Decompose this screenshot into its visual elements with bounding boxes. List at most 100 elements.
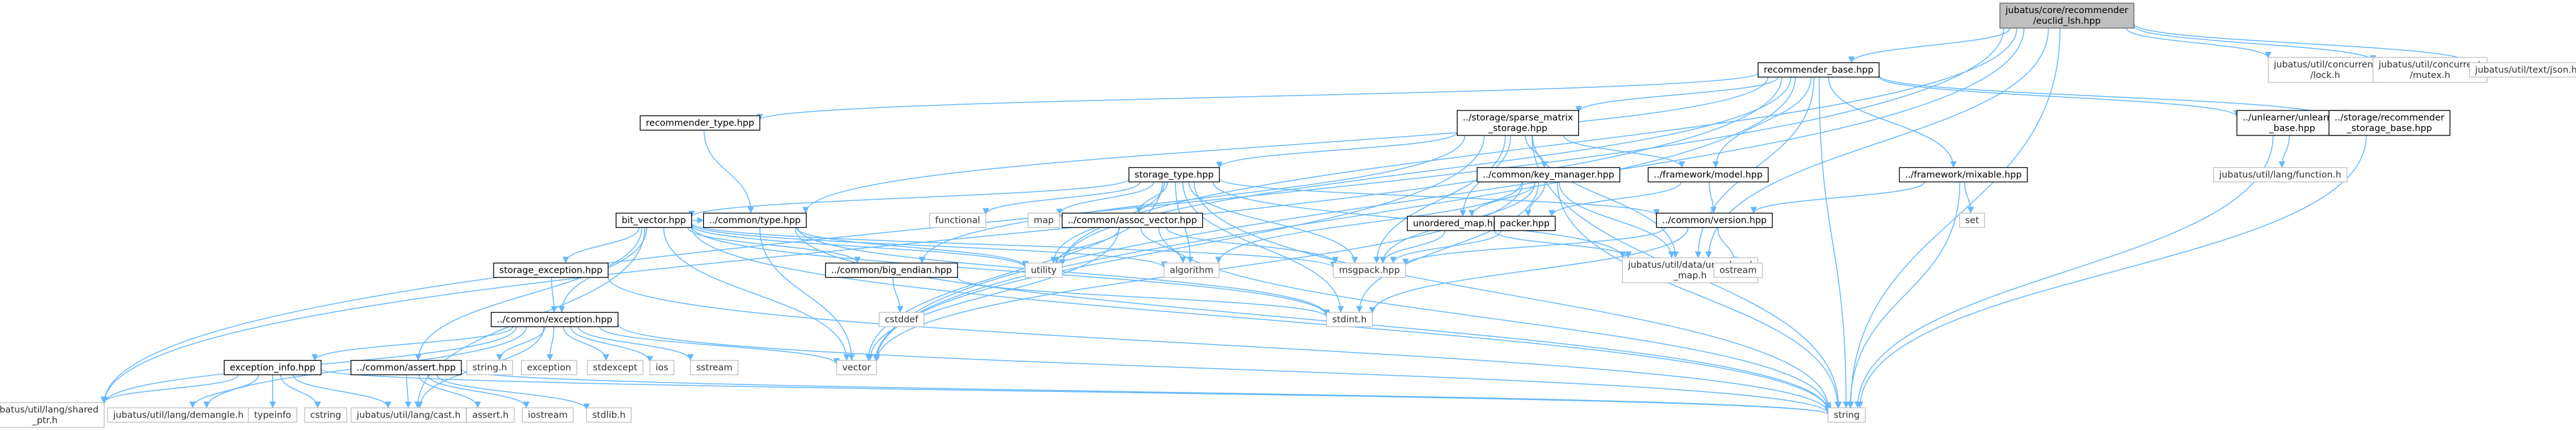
edge-root-to-rb (1848, 27, 2011, 64)
node-label: ../framework/mixable.hpp (1905, 170, 2021, 180)
node-label: vector (842, 363, 871, 373)
node-label: jubatus/util/concurrent (2273, 60, 2377, 70)
node-packer[interactable]: packer.hpp (1494, 215, 1556, 232)
edge-stype-to-assoc (1135, 182, 1169, 214)
node-exception: exception (520, 359, 578, 376)
edge-assoc-to-algorithm (1140, 227, 1187, 264)
edge-rb-to-ctype (802, 77, 1769, 214)
edge-bitv-to-algorithm (691, 223, 1168, 268)
node-label: ../common/version.hpp (1662, 216, 1766, 226)
node-box (1024, 262, 1063, 278)
node-box (493, 262, 609, 278)
node-srs[interactable]: ../storage/recommender_storage_base.hpp (2328, 110, 2451, 136)
node-ctype[interactable]: ../common/type.hpp (702, 212, 807, 228)
edge-rb-to-vector (873, 77, 1796, 362)
edge-fmix-to-set (1964, 182, 1975, 214)
edge-fmix-to-string (1847, 182, 1961, 409)
node-label: cstring (310, 411, 341, 421)
edge-stype-to-functional (982, 182, 1141, 215)
edge-exinfo-to-cast (293, 374, 392, 409)
node-cexc[interactable]: ../common/exception.hpp (490, 311, 619, 328)
edge-rb-to-fmodel (1712, 77, 1812, 169)
node-label: iostream (528, 411, 568, 421)
node-label: assert.h (472, 411, 508, 421)
node-string: string (1827, 407, 1866, 423)
node-box (1128, 167, 1220, 183)
node-label: /lock.h (2310, 71, 2340, 81)
node-typeinfo: typeinfo (248, 407, 298, 423)
node-label: ../common/exception.hpp (497, 315, 612, 325)
node-asserth: assert.h (466, 407, 515, 423)
edge-keymgr-to-umap (1469, 182, 1536, 217)
node-stringh: string.h (466, 359, 513, 376)
node-cassert[interactable]: ../common/assert.hpp (350, 359, 462, 376)
node-bitv[interactable]: bit_vector.hpp (615, 212, 693, 228)
edge-rb-to-utility (1059, 77, 1792, 266)
node-shared: jubatus/util/lang/shared_ptr.h (0, 402, 105, 428)
edge-umap-to-msgpack (1379, 230, 1446, 264)
node-utility: utility (1024, 262, 1063, 278)
edge-stype-to-map (1056, 182, 1154, 215)
node-label: jubatus/util/text/json.h (2474, 66, 2576, 76)
node-box (1333, 262, 1406, 278)
node-ostream: ostream (1713, 262, 1763, 278)
edge-cver-to-msgpack (1402, 227, 1666, 266)
node-cver[interactable]: ../common/version.hpp (1656, 212, 1773, 228)
node-bige[interactable]: ../common/big_endian.hpp (825, 262, 958, 278)
edge-smstore-to-keymgr (1525, 135, 1548, 169)
node-label: jubatus/util/lang/shared (0, 405, 99, 415)
edge-cexc-to-exception (547, 326, 555, 361)
node-smstore[interactable]: ../storage/sparse_matrix_storage.hpp (1457, 110, 1579, 136)
node-fmix[interactable]: ../framework/mixable.hpp (1898, 167, 2028, 183)
edge-exinfo-to-cstring (280, 374, 321, 409)
node-label: string.h (472, 363, 507, 373)
node-label: set (1965, 216, 1979, 226)
node-box (2372, 57, 2488, 83)
node-algorithm: algorithm (1164, 262, 1220, 278)
node-label: functional (935, 216, 980, 226)
node-sexc[interactable]: storage_exception.hpp (493, 262, 609, 278)
edge-cexc-to-sstream (578, 326, 694, 361)
edge-smstore-to-bige (918, 135, 1465, 264)
node-box (350, 359, 462, 376)
node-label: bit_vector.hpp (621, 216, 686, 226)
node-iostream: iostream (522, 407, 574, 423)
node-rtype[interactable]: recommender_type.hpp (639, 115, 761, 131)
node-box (1457, 110, 1579, 136)
node-label: algorithm (1170, 266, 1213, 276)
edge-bige-to-cstddef (892, 277, 903, 313)
edge-ctype-to-vector (759, 227, 855, 361)
edge-keymgr-to-packer (1525, 182, 1546, 217)
node-label: recommender_type.hpp (646, 119, 754, 129)
node-box (1713, 262, 1763, 278)
node-label: stdlib.h (592, 411, 626, 421)
edge-srs-to-string (1857, 135, 2367, 409)
node-exinfo[interactable]: exception_info.hpp (223, 359, 322, 376)
edge-unlearner-to-func (2278, 135, 2290, 169)
edge-stype-to-bitv (688, 178, 1130, 218)
node-keymgr[interactable]: ../common/key_manager.hpp (1476, 167, 1621, 183)
node-lock: jubatus/util/concurrent/lock.h (2267, 57, 2383, 83)
node-root[interactable]: jubatus/core/recommender/euclid_lsh.hpp (1999, 2, 2135, 29)
edge-rb-to-fmix (1828, 77, 1957, 169)
node-cstddef: cstddef (878, 311, 925, 328)
node-mutex: jubatus/util/concurrent/mutex.h (2372, 57, 2488, 83)
node-box (825, 262, 958, 278)
edge-cver-to-stdint (1369, 227, 1689, 314)
node-label: _base.hpp (2268, 124, 2315, 134)
node-assoc[interactable]: ../common/assoc_vector.hpp (1061, 212, 1203, 228)
edge-smstore-to-fmodel (1563, 135, 1685, 169)
edge-rtype-to-ctype (703, 130, 754, 214)
edge-cexc-to-vector (599, 326, 840, 365)
edge-bitv-to-stdint (691, 225, 1330, 317)
node-stdlib: stdlib.h (586, 407, 632, 423)
node-box (1898, 167, 2028, 183)
edge-fmodel-to-packer (1548, 182, 1682, 217)
node-stype[interactable]: storage_type.hpp (1128, 167, 1220, 183)
edge-cassert-to-stdlib (436, 374, 590, 411)
edge-bitv-to-cassert (415, 227, 643, 361)
node-label: jubatus/util/lang/function.h (2219, 170, 2341, 180)
node-label: msgpack.hpp (1339, 266, 1400, 276)
node-fmodel[interactable]: ../framework/model.hpp (1648, 167, 1769, 183)
node-rb[interactable]: recommender_base.hpp (1757, 62, 1880, 78)
